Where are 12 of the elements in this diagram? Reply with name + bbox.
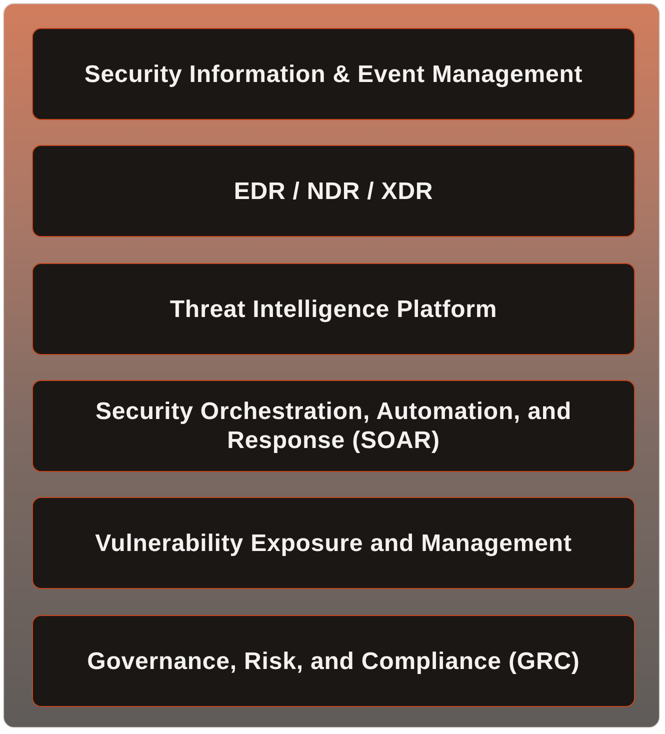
category-label: Security Information & Event Management [84, 60, 583, 88]
category-box [32, 263, 635, 355]
category-label: Governance, Risk, and Compliance (GRC) [87, 646, 580, 676]
category-label: EDR / NDR / XDR [234, 176, 434, 206]
category-label: Vulnerability Exposure and Management [95, 528, 572, 558]
category-box [32, 615, 635, 707]
category-label: Security Orchestration, Automation, and Response (SOAR) [94, 397, 573, 455]
category-label: Threat Intelligence Platform [170, 294, 498, 324]
category-box [32, 497, 635, 589]
category-box [32, 145, 635, 237]
category-box [32, 28, 635, 120]
category-box [32, 380, 635, 472]
